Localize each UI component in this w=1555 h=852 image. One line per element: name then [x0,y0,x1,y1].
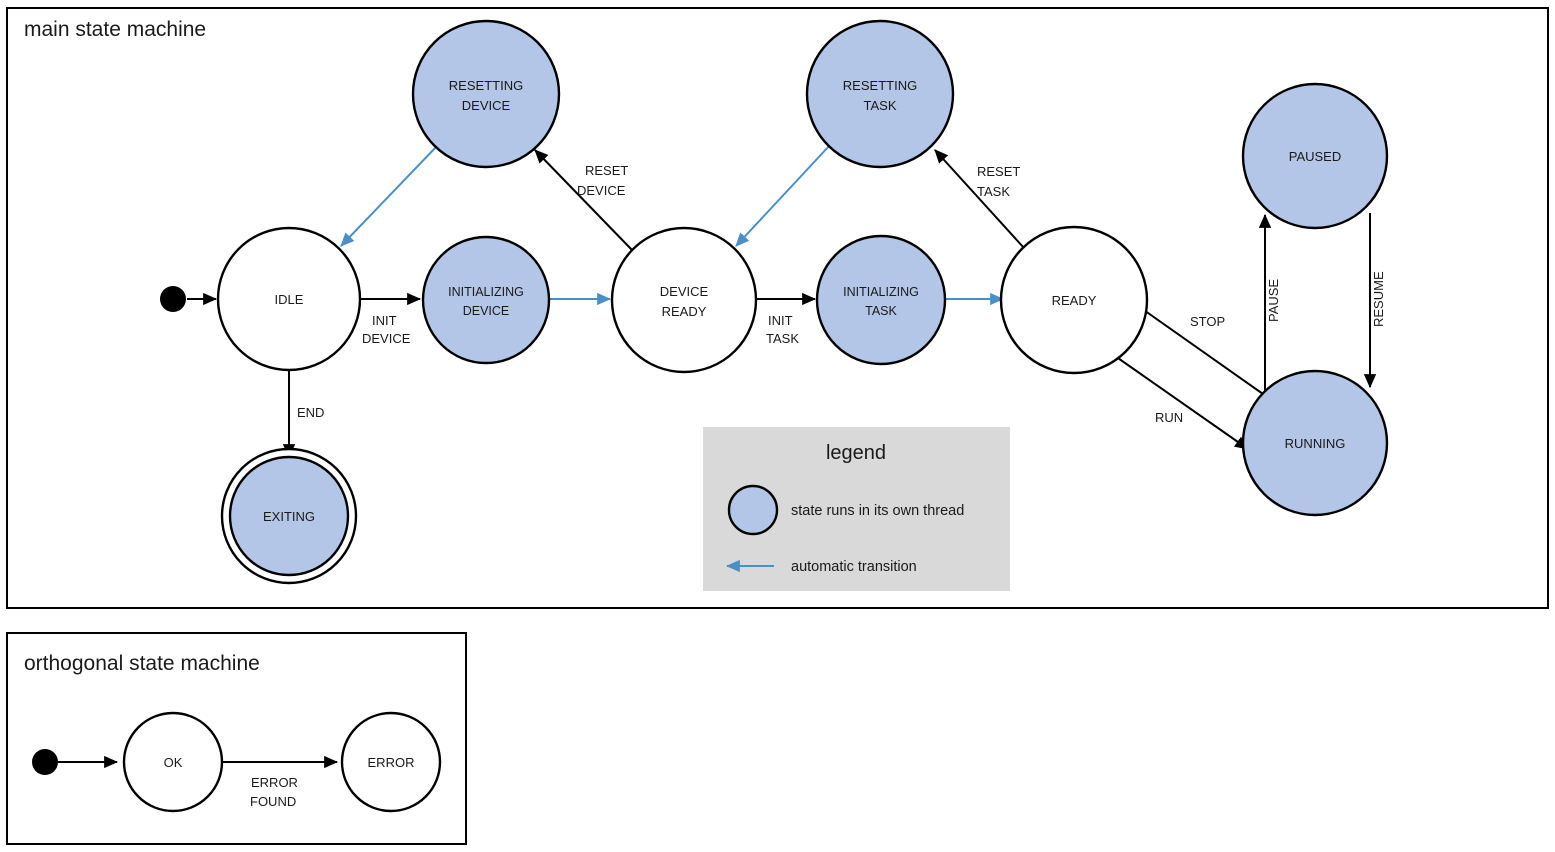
state-running-label: RUNNING [1285,436,1346,451]
legend-thread-note: state runs in its own thread [791,503,964,519]
state-resetting-device-label-line2: DEVICE [462,98,511,113]
state-resetting-task-label-line1: RESETTING [843,78,917,93]
state-ok-label: OK [164,755,183,770]
initial-state-dot [160,286,186,312]
state-device-ready-label-line2: READY [662,304,707,319]
edge-label-reset-task-line2: TASK [977,184,1010,199]
edge-label-stop: STOP [1190,314,1225,329]
edge-label-reset-device-line1: RESET [585,163,628,178]
state-resetting-task[interactable]: RESETTING TASK [805,19,955,169]
edge-resetting-task-to-device-ready [735,144,831,247]
legend: legend state runs in its own thread auto… [703,427,1010,591]
edge-label-resume: RESUME [1371,271,1386,327]
state-initializing-device-label-line2: DEVICE [463,304,510,318]
edge-label-error-found-line2: FOUND [250,794,296,809]
state-exiting[interactable]: EXITING [220,447,358,585]
orthogonal-initial-state-dot [32,749,58,775]
edge-label-error-found-line1: ERROR [251,775,298,790]
edge-label-reset-device-line2: DEVICE [577,183,626,198]
state-initializing-task-label-line2: TASK [865,304,897,318]
state-error-label: ERROR [368,755,415,770]
edge-label-init-device-line2: DEVICE [362,331,411,346]
state-idle[interactable]: IDLE [216,226,362,372]
state-ok[interactable]: OK [122,711,224,813]
state-initializing-device-label-line1: INITIALIZING [448,285,524,299]
state-idle-label: IDLE [275,292,304,307]
edge-label-end: END [297,405,324,420]
edge-label-init-task-line1: INIT [768,313,793,328]
state-ready-label: READY [1052,293,1097,308]
main-frame-title: main state machine [24,18,206,41]
state-device-ready[interactable]: DEVICE READY [610,226,758,374]
edge-ready-to-running-run [1114,355,1249,450]
edge-label-init-task-line2: TASK [766,331,799,346]
state-initializing-task[interactable]: INITIALIZING TASK [815,234,947,366]
state-exiting-label: EXITING [263,509,315,524]
state-resetting-device-label-line1: RESETTING [449,78,523,93]
edge-ready-to-resetting-task [934,149,1025,249]
legend-auto-note: automatic transition [791,559,917,575]
state-device-ready-label-line1: DEVICE [660,284,709,299]
edge-label-run: RUN [1155,410,1183,425]
state-paused-label: PAUSED [1289,149,1342,164]
state-resetting-task-label-line2: TASK [864,98,897,113]
state-resetting-device[interactable]: RESETTING DEVICE [411,19,561,169]
edge-label-init-device-line1: INIT [372,313,397,328]
edge-label-reset-task-line1: RESET [977,164,1020,179]
state-error[interactable]: ERROR [340,711,442,813]
state-initializing-task-label-line1: INITIALIZING [843,285,919,299]
edge-running-to-ready-stop [1130,300,1264,395]
orthogonal-frame-title: orthogonal state machine [24,652,260,675]
legend-thread-swatch [727,484,779,536]
legend-title: legend [826,442,886,464]
state-running[interactable]: RUNNING [1241,369,1389,517]
edge-resetting-device-to-idle [340,144,439,247]
state-ready[interactable]: READY [999,225,1149,375]
edge-device-ready-to-resetting-device [534,149,633,251]
state-paused[interactable]: PAUSED [1241,82,1389,230]
state-initializing-device[interactable]: INITIALIZING DEVICE [421,235,551,365]
edge-label-pause: PAUSE [1266,279,1281,322]
